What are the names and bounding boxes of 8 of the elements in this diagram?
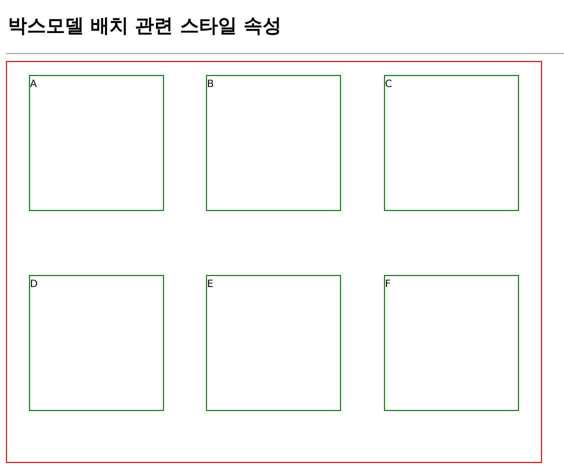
letter-box: F: [384, 275, 519, 411]
container-box: [6, 61, 542, 463]
letter-box: B: [206, 75, 341, 211]
page-title: 박스모델 배치 관련 스타일 속성: [8, 14, 282, 39]
letter-box: C: [384, 75, 519, 211]
letter-box: D: [29, 275, 164, 411]
letter-box: A: [29, 75, 164, 211]
letter-box: E: [206, 275, 341, 411]
